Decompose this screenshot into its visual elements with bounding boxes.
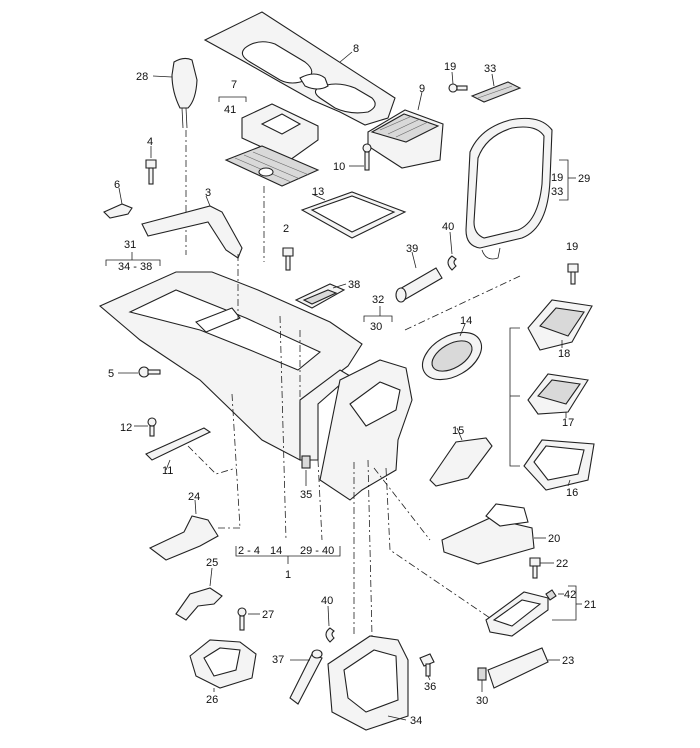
label-5: 5 [108,368,114,380]
label-34-38: 34 - 38 [118,261,152,273]
part-5-screw [138,366,161,378]
label-33-top: 33 [484,63,496,75]
label-42: 42 [564,589,576,601]
label-19-right: 19 [566,241,578,253]
label-19-top: 19 [444,61,456,73]
part-23-panel [487,647,549,689]
label-26: 26 [206,694,218,706]
part-rear-panel [319,359,413,501]
label-range-2-4: 2 - 4 [238,545,260,557]
label-39: 39 [406,243,418,255]
part-35-clip [301,455,311,469]
part-26-mount [189,639,257,689]
label-30-lower: 30 [476,695,488,707]
label-range-14: 14 [270,545,282,557]
label-17: 17 [562,417,574,429]
part-24-bracket [148,515,219,561]
label-35: 35 [300,489,312,501]
label-24: 24 [188,491,200,503]
part-10-screw [362,143,372,171]
part-36-screw [419,653,435,677]
label-38: 38 [348,279,360,291]
label-11: 11 [162,465,173,477]
label-16: 16 [566,487,578,499]
part-41-mat [224,145,320,187]
part-17-ashtray [527,373,589,415]
part-4-screw [145,159,157,185]
label-41: 41 [224,104,236,116]
label-32: 32 [372,294,384,306]
label-12: 12 [120,422,132,434]
label-1: 1 [285,569,291,581]
part-13-tray [300,191,407,239]
part-25-bracket [175,587,223,621]
label-3: 3 [205,187,211,199]
label-10: 10 [333,161,345,173]
part-38-switch [294,283,346,309]
label-28: 28 [136,71,148,83]
label-23: 23 [562,655,574,667]
part-19-screw-top [448,83,468,93]
label-9: 9 [419,83,425,95]
label-4: 4 [147,136,153,148]
label-36: 36 [424,681,436,693]
label-30-upper: 30 [370,321,382,333]
part-15-cover [429,437,493,487]
label-34: 34 [410,715,422,727]
part-6-bracket [103,203,133,219]
part-42-clip [545,589,557,601]
label-25: 25 [206,557,218,569]
label-27: 27 [262,609,274,621]
part-2-screw [282,247,294,271]
part-40-clip-lower [325,627,335,643]
label-range-29-40: 29 - 40 [300,545,334,557]
part-27-screw [237,607,247,631]
label-7: 7 [231,79,237,91]
part-29-armrest-lid [465,117,553,260]
label-6: 6 [114,179,120,191]
label-29: 29 [578,173,590,185]
part-37-tube [289,649,323,705]
part-14-vent [421,331,483,381]
part-8-top-cover [203,11,396,126]
label-22: 22 [556,558,568,570]
part-33-latch [470,81,522,103]
label-40-upper: 40 [442,221,454,233]
label-15: 15 [452,425,464,437]
part-20-drawer [441,503,535,565]
label-2: 2 [283,223,289,235]
label-37: 37 [272,654,284,666]
label-19-armrest: 19 [551,172,563,184]
label-40-lower: 40 [321,595,333,607]
label-13: 13 [312,186,324,198]
part-12-screw [147,417,157,437]
label-18: 18 [558,348,570,360]
label-21: 21 [584,599,596,611]
part-11-bracket [145,427,212,461]
label-14: 14 [460,315,472,327]
label-33-armrest: 33 [551,186,563,198]
label-8: 8 [353,43,359,55]
part-9-storage-insert [367,109,444,169]
part-40-clip-upper [447,255,457,271]
part-39-tube [395,267,443,303]
label-20: 20 [548,533,560,545]
part-30-clip [477,667,487,681]
part-19-screw-right [567,263,579,285]
part-18-vent-frame [527,299,593,351]
part-1-main-console [98,271,363,461]
label-31: 31 [124,239,136,251]
part-3-trim [141,205,243,259]
part-28-knob [171,57,198,129]
part-16-cup-holder [523,439,595,491]
part-34-housing [327,635,409,731]
part-22-screw [529,557,541,579]
part-21-switch-panel [485,591,549,637]
